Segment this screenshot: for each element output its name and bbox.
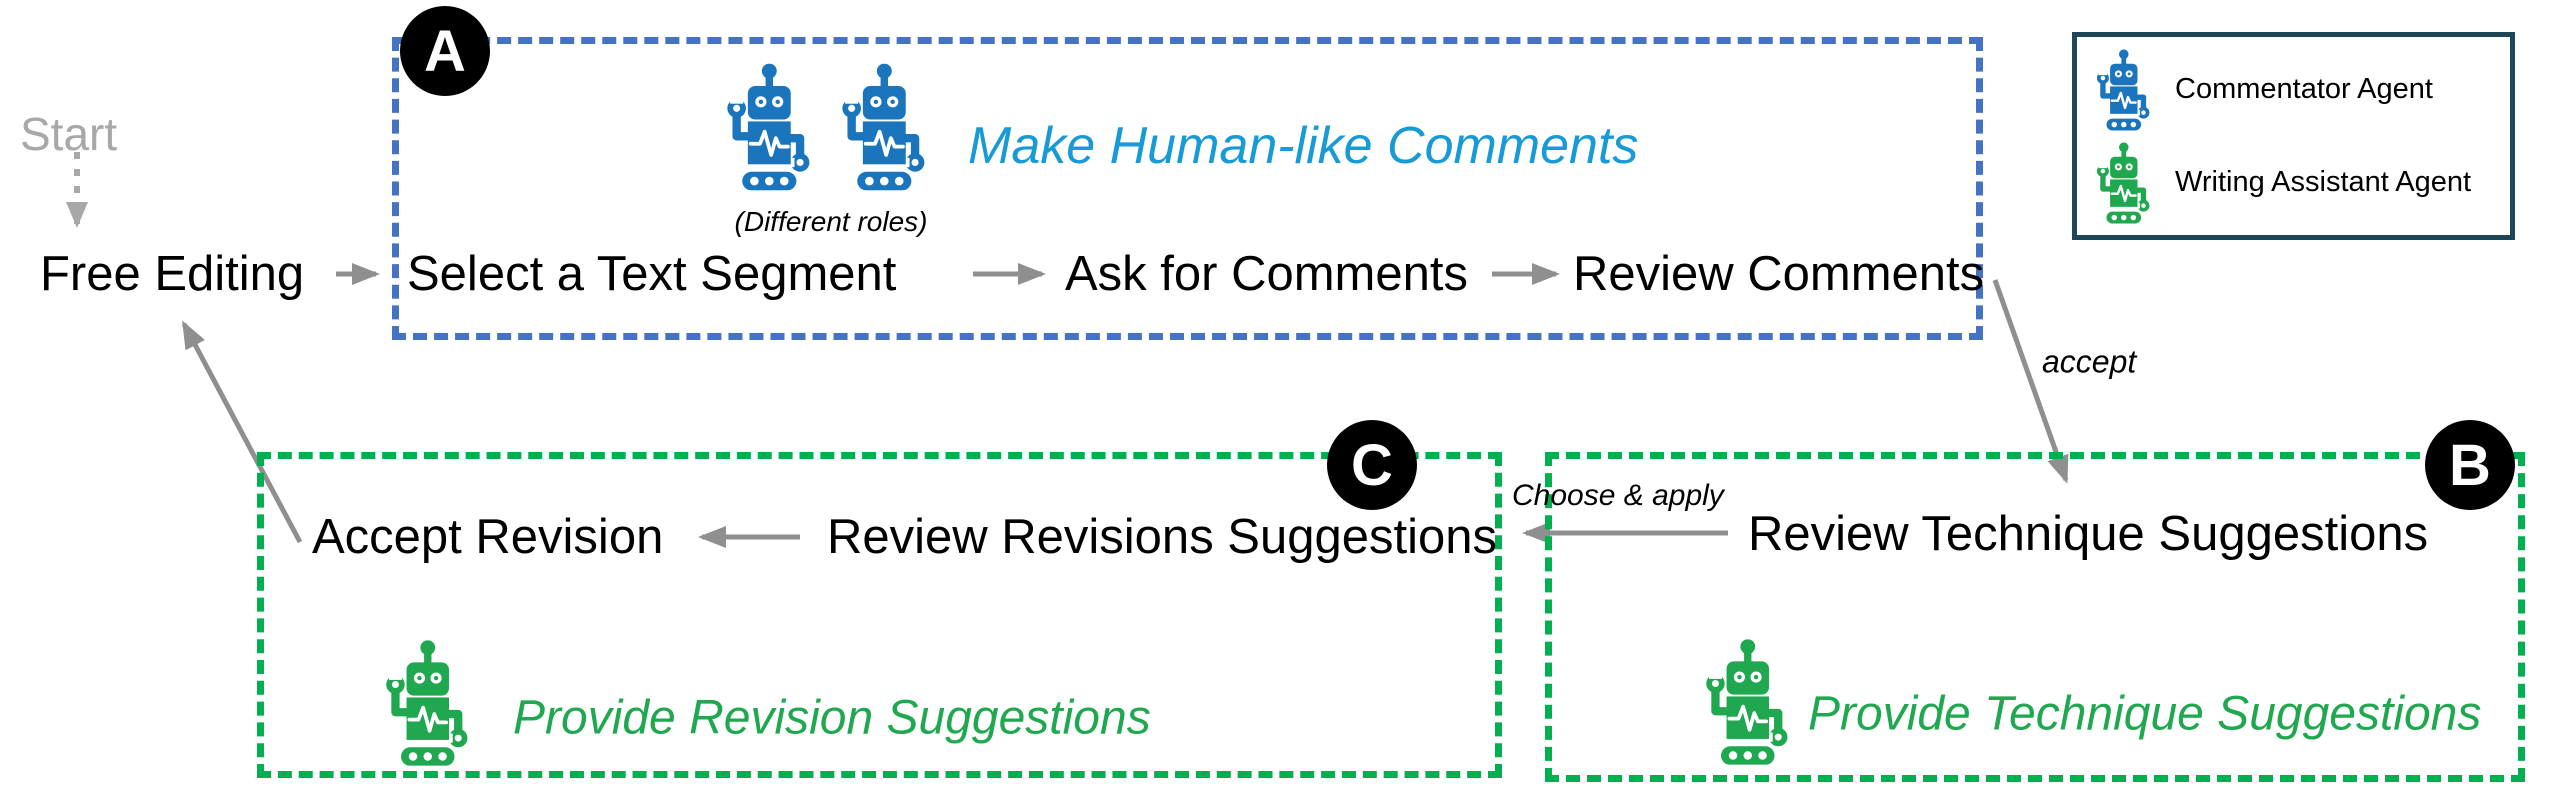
legend: Commentator Agent Writing Assistant Agen… [2072,32,2515,240]
writing-assistant-robot-icon [2091,141,2153,225]
different-roles-note: (Different roles) [734,206,928,237]
stage-c-badge: C [1327,420,1417,510]
legend-item-writing-assistant: Writing Assistant Agent [2091,136,2500,229]
step-review-technique: Review Technique Suggestions [1748,507,2429,561]
stage-a-heading: Make Human-like Comments [968,117,1639,175]
step-review-revisions: Review Revisions Suggestions [827,510,1497,564]
stage-a-badge-letter: A [424,18,466,84]
start-label: Start [20,108,118,160]
accept-edge-label: accept [2042,343,2137,380]
stage-b-caption: Provide Technique Suggestions [1808,687,2482,741]
stage-c-caption: Provide Revision Suggestions [513,691,1151,745]
stage-b-badge-letter: B [2449,432,2491,498]
stage-b-box [1545,452,2525,782]
step-select-segment: Select a Text Segment [407,247,897,301]
stage-b-badge: B [2425,420,2515,510]
commentator-robot-icon [833,62,930,192]
writing-assistant-robot-icon [377,638,473,768]
step-accept-revision: Accept Revision [312,510,664,564]
choose-apply-edge-label: Choose & apply [1512,479,1724,512]
commentator-robot-icon [2091,48,2153,132]
legend-item-commentator: Commentator Agent [2091,43,2500,136]
legend-label: Commentator Agent [2175,73,2433,105]
legend-label: Writing Assistant Agent [2175,166,2472,198]
commentator-robot-icon [718,62,815,192]
stage-a-box [392,37,1983,340]
step-ask-comments: Ask for Comments [1065,247,1468,301]
stage-c-badge-letter: C [1351,432,1393,498]
stage-c-box [257,452,1502,778]
stage-a-badge: A [400,6,490,96]
step-review-comments: Review Comments [1573,247,1985,301]
writing-assistant-robot-icon [1697,637,1793,767]
step-free-editing: Free Editing [40,247,305,301]
